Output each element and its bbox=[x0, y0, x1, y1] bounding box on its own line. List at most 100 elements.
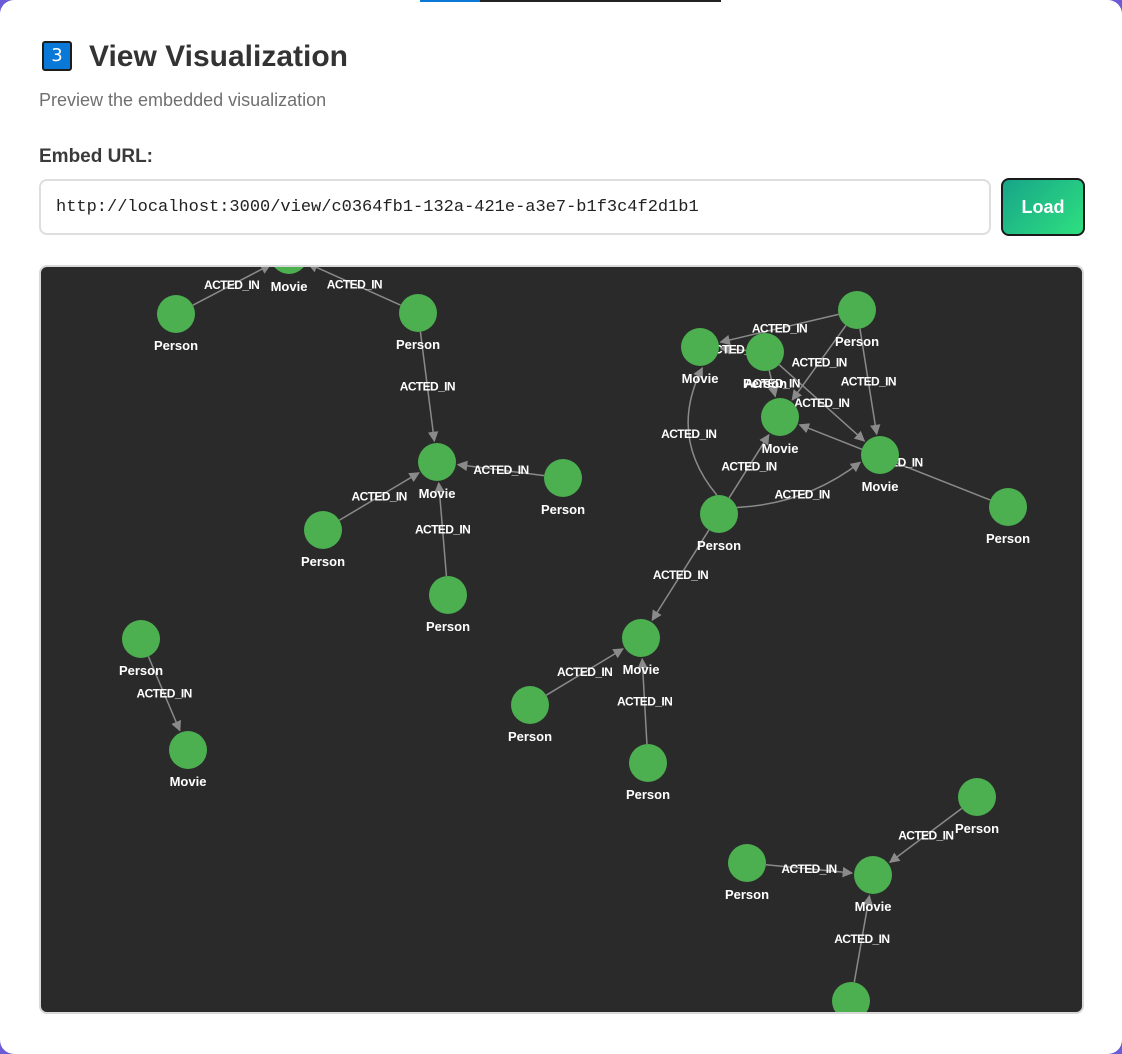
node-label: Movie bbox=[623, 662, 660, 677]
node-label: Person bbox=[725, 887, 769, 902]
graph-edge bbox=[338, 472, 420, 521]
graph-node-person[interactable]: Person bbox=[955, 778, 999, 836]
graph-edge bbox=[651, 529, 710, 622]
graph-node-person[interactable]: Person bbox=[986, 488, 1030, 546]
node-circle[interactable] bbox=[304, 511, 342, 549]
graph-node-person[interactable]: Person bbox=[508, 686, 552, 744]
graph-node-person[interactable]: Person bbox=[426, 576, 470, 634]
graph-node-movie[interactable]: Movie bbox=[681, 328, 719, 386]
edge-label: ACTED_IN bbox=[400, 380, 455, 394]
embedded-visualization-frame[interactable]: ACTED_IN ACTED_IN ACTED_IN ACTED_IN ACTED_IN… bbox=[39, 265, 1084, 1014]
edge-label: ACTED_IN bbox=[721, 459, 776, 473]
node-label: Person bbox=[426, 619, 470, 634]
edge-label: ACTED_IN bbox=[653, 568, 708, 582]
edge-label-layer: ACTED_IN ACTED_IN ACTED_IN ACTED_IN ACTED_IN… bbox=[137, 277, 955, 946]
node-circle[interactable] bbox=[746, 333, 784, 371]
node-circle[interactable] bbox=[418, 443, 456, 481]
node-circle[interactable] bbox=[728, 844, 766, 882]
node-circle[interactable] bbox=[122, 620, 160, 658]
graph-node-person[interactable]: Person bbox=[541, 459, 585, 517]
node-circle[interactable] bbox=[429, 576, 467, 614]
node-circle[interactable] bbox=[838, 291, 876, 329]
node-circle[interactable] bbox=[169, 731, 207, 769]
graph-node-person[interactable]: Person bbox=[725, 844, 769, 902]
edge-label: ACTED_IN bbox=[557, 665, 612, 679]
graph-edge bbox=[765, 864, 854, 878]
graph-canvas[interactable]: ACTED_IN ACTED_IN ACTED_IN ACTED_IN ACTED_IN… bbox=[41, 267, 1082, 1012]
graph-node-movie[interactable]: Movie bbox=[270, 267, 308, 294]
node-label: Movie bbox=[170, 774, 207, 789]
graph-edge bbox=[859, 328, 881, 436]
graph-node-person[interactable]: Person bbox=[119, 620, 163, 678]
edge-label: ACTED_IN bbox=[327, 277, 382, 291]
node-label: Person bbox=[955, 821, 999, 836]
node-label: Person bbox=[396, 337, 440, 352]
node-label: Person bbox=[154, 338, 198, 353]
load-button[interactable]: Load bbox=[1001, 178, 1085, 236]
graph-edge bbox=[307, 267, 401, 306]
graph-edge bbox=[768, 370, 779, 398]
graph-node-movie[interactable]: Movie bbox=[861, 436, 899, 494]
node-label: Person bbox=[986, 531, 1030, 546]
edge-label: ACTED_IN bbox=[415, 522, 470, 536]
graph-node-person[interactable]: Person bbox=[154, 295, 198, 353]
graph-edge bbox=[719, 313, 839, 346]
graph-node-person[interactable]: Person bbox=[626, 744, 670, 802]
section-subtitle: Preview the embedded visualization bbox=[39, 90, 327, 110]
graph-node-movie[interactable]: Movie bbox=[418, 443, 456, 501]
node-circle[interactable] bbox=[399, 294, 437, 332]
edge-label: ACTED_IN bbox=[352, 490, 407, 504]
edge-label: ACTED_IN bbox=[617, 694, 672, 708]
graph-edge bbox=[778, 364, 866, 442]
graph-node-person[interactable]: Person bbox=[301, 511, 345, 569]
graph-node-movie[interactable]: Movie bbox=[169, 731, 207, 789]
graph-edge bbox=[719, 344, 747, 355]
node-circle[interactable] bbox=[681, 328, 719, 366]
graph-node-person[interactable]: Person bbox=[835, 291, 879, 349]
embed-url-label: Embed URL: bbox=[39, 146, 153, 167]
graph-node-person[interactable]: Person bbox=[396, 294, 440, 352]
edge-label: ACTED_IN bbox=[204, 278, 259, 292]
graph-edge bbox=[736, 461, 862, 509]
graph-node-movie[interactable]: Movie bbox=[854, 856, 892, 914]
edge-label: ACTED_IN bbox=[834, 932, 889, 946]
node-circle[interactable] bbox=[761, 398, 799, 436]
node-circle[interactable] bbox=[157, 295, 195, 333]
node-circle[interactable] bbox=[629, 744, 667, 782]
edge-label: ACTED_IN bbox=[745, 377, 800, 391]
graph-edge bbox=[637, 657, 648, 745]
graph-node-movie[interactable]: Movie bbox=[761, 398, 799, 456]
graph-node-movie[interactable]: Movie bbox=[622, 619, 660, 677]
node-circle[interactable] bbox=[958, 778, 996, 816]
edge-label: ACTED_IN bbox=[898, 828, 953, 842]
node-label: Person bbox=[301, 554, 345, 569]
graph-edge bbox=[434, 481, 448, 577]
step-number-badge: 3 bbox=[42, 41, 72, 71]
node-label: Person bbox=[119, 663, 163, 678]
node-circle[interactable] bbox=[544, 459, 582, 497]
node-circle[interactable] bbox=[700, 495, 738, 533]
node-label: Movie bbox=[862, 479, 899, 494]
node-circle[interactable] bbox=[622, 619, 660, 657]
embed-url-input[interactable] bbox=[39, 179, 991, 235]
graph-edge bbox=[728, 433, 770, 499]
graph-node-person[interactable]: Person bbox=[743, 333, 787, 391]
graph-edge bbox=[419, 331, 439, 443]
graph-node-node[interactable] bbox=[832, 982, 870, 1012]
node-circle[interactable] bbox=[861, 436, 899, 474]
graph-edge bbox=[687, 366, 718, 496]
edge-label: ACTED_IN bbox=[781, 862, 836, 876]
node-circle[interactable] bbox=[832, 982, 870, 1012]
graph-node-person[interactable]: Person bbox=[697, 495, 741, 553]
node-circle[interactable] bbox=[989, 488, 1027, 526]
edge-label: ACTED_IN bbox=[137, 687, 192, 701]
node-circle[interactable] bbox=[270, 267, 308, 274]
edge-label: ACTED_IN bbox=[473, 463, 528, 477]
node-circle[interactable] bbox=[854, 856, 892, 894]
node-layer: PersonMoviePersonMoviePersonPersonPerson… bbox=[119, 267, 1030, 1012]
node-label: Person bbox=[626, 787, 670, 802]
node-label: Movie bbox=[762, 441, 799, 456]
node-circle[interactable] bbox=[511, 686, 549, 724]
graph-edge bbox=[545, 648, 624, 696]
